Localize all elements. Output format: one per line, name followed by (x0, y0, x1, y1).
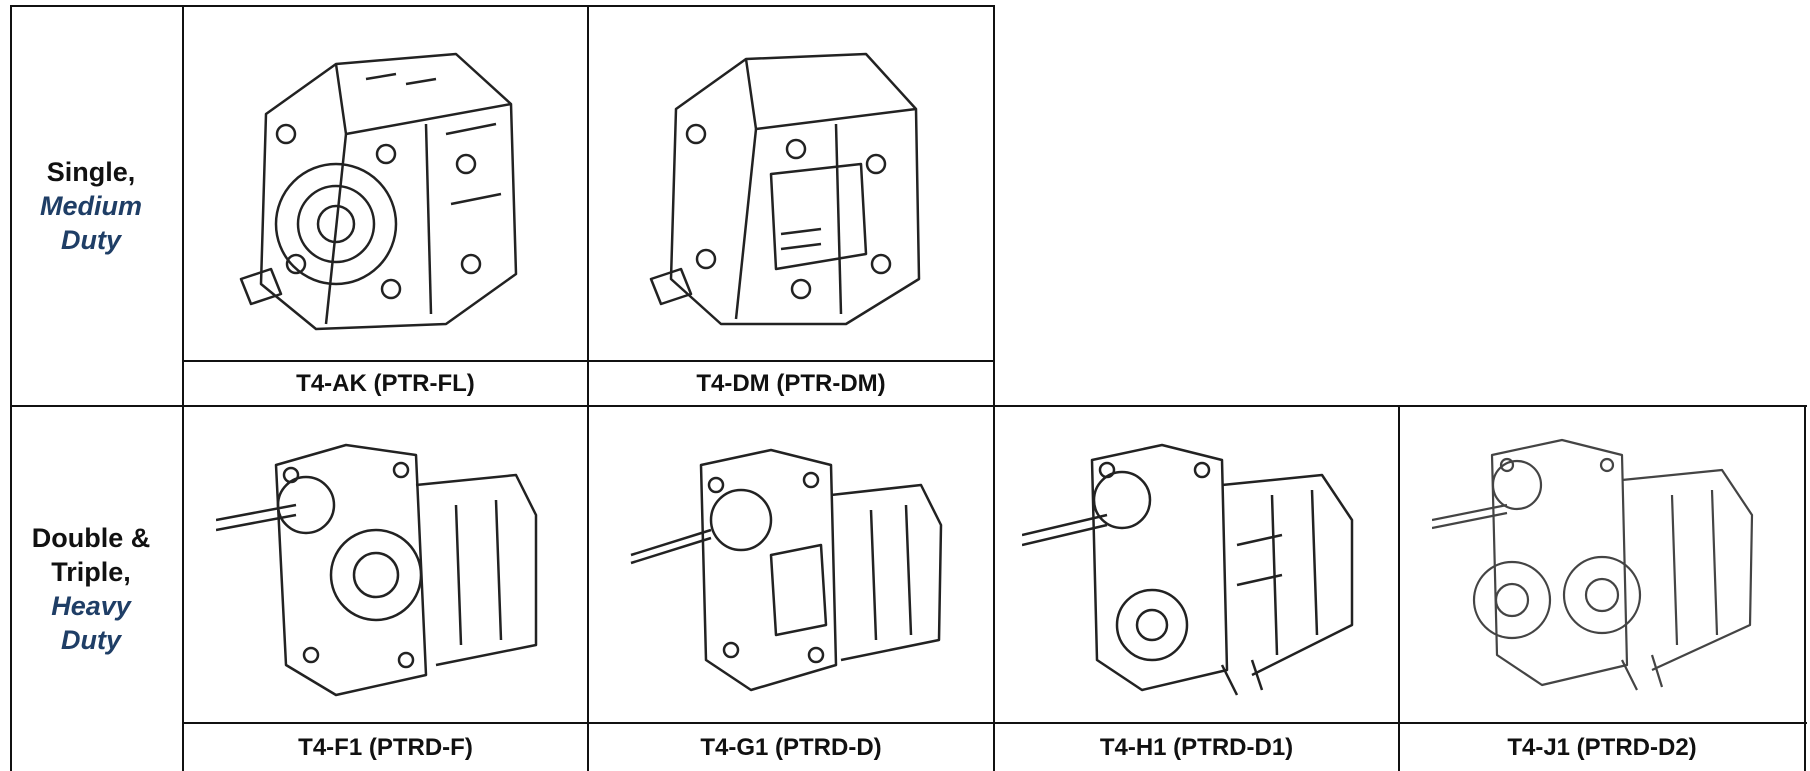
pump-illustration-t4-dm (589, 7, 993, 360)
row-label-line: Medium (39, 191, 142, 221)
grid-line (182, 5, 184, 771)
row-label-line: Duty (61, 225, 121, 255)
row-label-line: Duty (61, 625, 121, 655)
caption-t4-h1: T4-H1 (PTRD-D1) (1099, 733, 1294, 761)
grid-line (587, 5, 589, 771)
pump-illustration-t4-g1 (589, 407, 993, 722)
caption-t4-g1: T4-G1 (PTRD-D) (700, 733, 882, 761)
pump-drawing-icon (1021, 443, 1353, 696)
grid-line (183, 722, 1807, 724)
pump-drawing-icon (630, 448, 943, 691)
caption-t4-dm: T4-DM (PTR-DM) (696, 369, 886, 397)
grid-line (183, 360, 995, 362)
row-label-line: Heavy (51, 591, 131, 621)
row-label-double-triple: Double & Triple, Heavy Duty (0, 407, 182, 771)
row-label-line: Double & (31, 523, 151, 553)
grid-line (10, 5, 995, 7)
pump-drawing-icon (1432, 438, 1754, 690)
pump-drawing-icon (649, 52, 921, 325)
pump-drawing-icon (215, 443, 537, 696)
pump-illustration-t4-ak (184, 7, 587, 360)
caption-t4-j1: T4-J1 (PTRD-D2) (1507, 733, 1697, 761)
grid-line (993, 405, 995, 771)
grid-line (1398, 405, 1400, 771)
grid-line (1804, 405, 1806, 771)
caption-t4-ak: T4-AK (PTR-FL) (296, 369, 475, 397)
grid-line (10, 5, 12, 771)
grid-line (10, 405, 1807, 407)
row-label-line: Triple, (51, 557, 131, 587)
row-label-single: Single, Medium Duty (0, 7, 182, 405)
pump-illustration-t4-h1 (995, 407, 1398, 722)
row-label-line: Single, (46, 157, 136, 187)
grid-line (993, 5, 995, 408)
pump-illustration-t4-j1 (1400, 407, 1804, 722)
pump-drawing-icon (239, 52, 517, 330)
caption-t4-f1: T4-F1 (PTRD-F) (298, 733, 473, 761)
pump-illustration-t4-f1 (184, 407, 587, 722)
